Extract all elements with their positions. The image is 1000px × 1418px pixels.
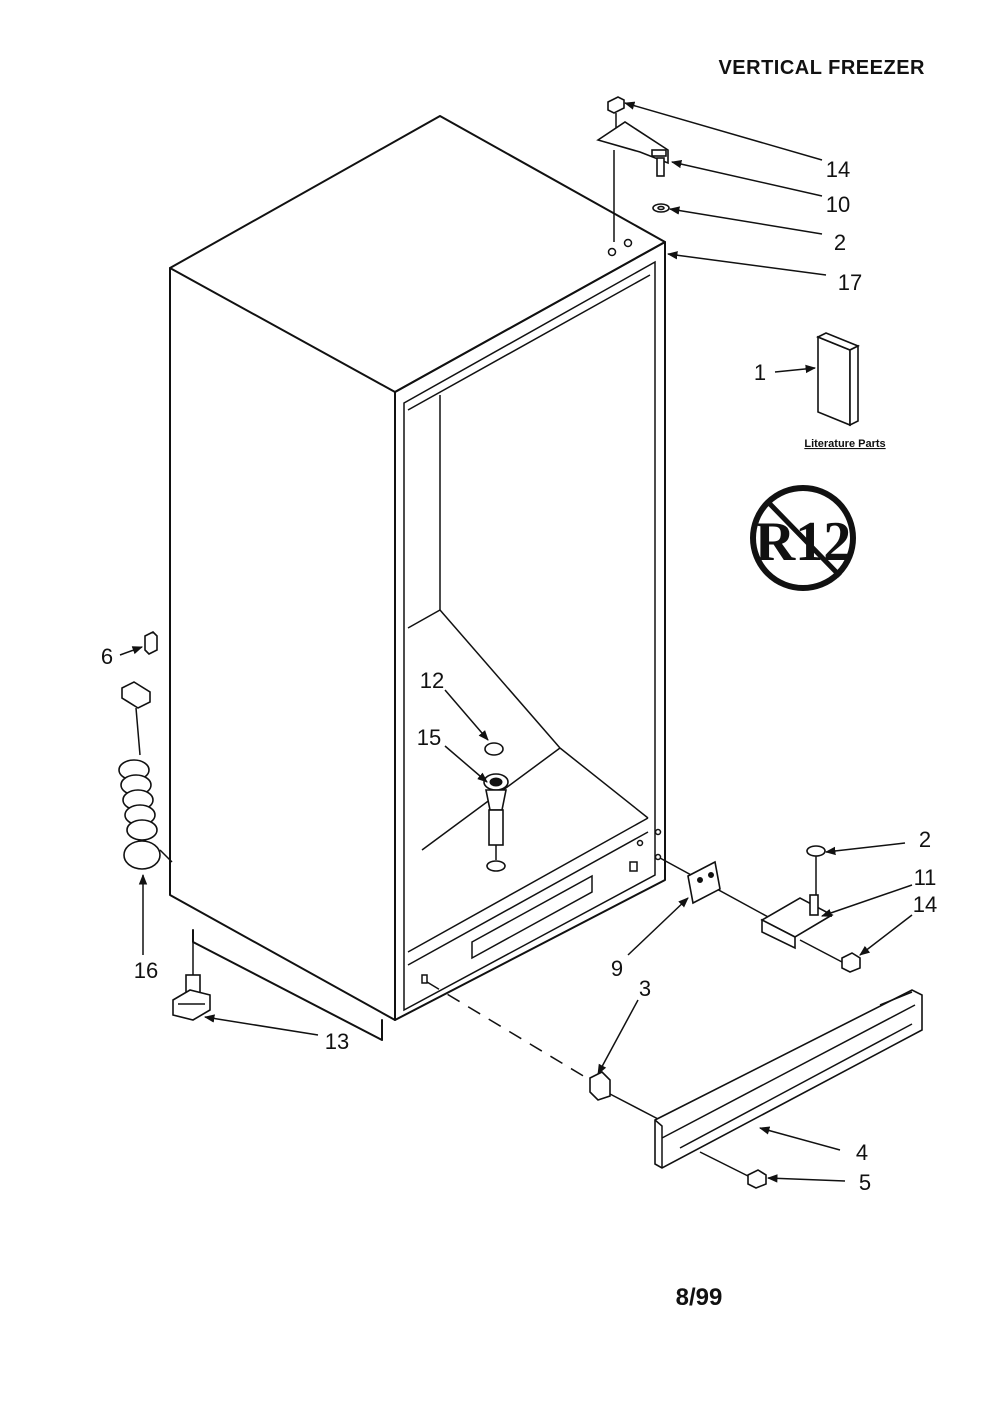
- leader-lines: [119, 101, 913, 1183]
- callout-13: 13: [325, 1029, 349, 1054]
- callout-6: 6: [101, 644, 113, 669]
- drain-plug: [484, 742, 504, 756]
- drain-tube: [488, 809, 504, 846]
- literature-booklet: [816, 332, 860, 427]
- liner-top-edge: [407, 274, 651, 411]
- cabinet: [169, 115, 666, 1021]
- machine-compartment-top: [407, 817, 649, 953]
- callout-1: 1: [754, 360, 766, 385]
- callout-14-top: 14: [826, 157, 850, 182]
- cabinet-hole: [629, 861, 638, 872]
- badge-label: R12: [755, 511, 851, 573]
- callout-9: 9: [611, 956, 623, 981]
- page-footer-date: 8/99: [676, 1284, 723, 1311]
- top-hinge-hole: [607, 247, 617, 257]
- hinge-screw-14: [841, 952, 861, 973]
- clip-part: [144, 631, 158, 655]
- callout-12: 12: [420, 668, 444, 693]
- lower-hinge-assembly: [659, 845, 861, 973]
- clip-to-grille-line: [609, 1093, 661, 1121]
- hinge-bracket-9: [687, 860, 721, 905]
- clip-guide-line: [426, 981, 591, 1081]
- top-hinge-bracket: [596, 121, 669, 165]
- kickplate-clip-hole: [421, 974, 428, 984]
- kickplate-grille: [654, 989, 923, 1169]
- cabinet-side-face: [169, 267, 396, 1021]
- callout-2-right: 2: [919, 827, 931, 852]
- cabinet-screw-hole: [636, 839, 644, 847]
- cabinet-top-face: [169, 115, 666, 393]
- leveling-leg: [172, 938, 211, 1021]
- base-rail: [192, 929, 383, 1041]
- no-r12-badge: R12: [750, 485, 856, 591]
- top-washer: [652, 203, 670, 213]
- kickplate-clip: [589, 1071, 611, 1101]
- callout-15: 15: [417, 725, 441, 750]
- liner-back-diagonal: [439, 609, 561, 749]
- callout-2-top: 2: [834, 230, 846, 255]
- callout-17: 17: [838, 270, 862, 295]
- cabinet-screw-hole: [654, 828, 662, 836]
- cabinet-front-frame: [394, 241, 666, 1021]
- liner-floor-edge: [559, 747, 649, 819]
- callouts: 14 10 2 17 1 6 12 15 16 2 11 14 9 3 13 4…: [101, 157, 937, 1195]
- bottom-washer: [806, 845, 826, 857]
- top-hinge-screw: [607, 96, 625, 114]
- door-opening: [403, 260, 656, 1012]
- grille-screw: [747, 1169, 767, 1189]
- literature-label: Literature Parts: [804, 438, 885, 450]
- drain-assembly: [483, 742, 509, 872]
- machine-compartment-lip: [407, 831, 649, 966]
- callout-10: 10: [826, 192, 850, 217]
- cabinet-screw-hole: [654, 853, 662, 861]
- front-vent-slot: [471, 874, 593, 960]
- liner-back-bottom-edge: [407, 609, 441, 629]
- top-hinge-assembly: [596, 96, 670, 242]
- callout-5: 5: [859, 1170, 871, 1195]
- callout-3: 3: [639, 976, 651, 1001]
- power-cord: [118, 681, 173, 870]
- drain-grommet: [486, 860, 506, 872]
- callout-14-right: 14: [913, 892, 937, 917]
- callout-11: 11: [914, 865, 937, 890]
- callout-16: 16: [134, 958, 158, 983]
- top-hinge-hole: [623, 238, 633, 248]
- page-title: VERTICAL FREEZER: [718, 57, 925, 79]
- callout-4: 4: [856, 1140, 868, 1165]
- hinge-pin: [656, 157, 665, 177]
